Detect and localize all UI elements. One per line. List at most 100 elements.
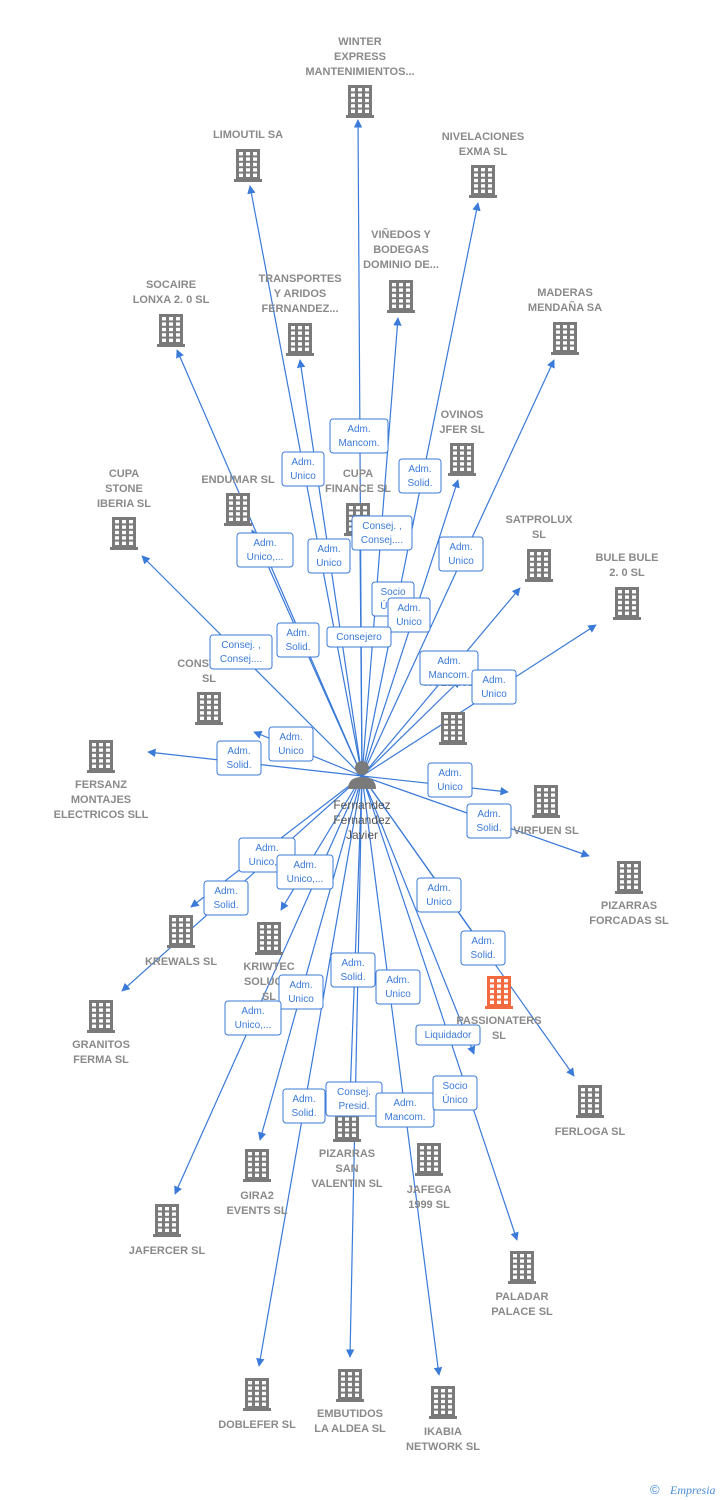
building-icon: [415, 1143, 443, 1176]
company-label: EMBUTIDOS: [317, 1408, 383, 1420]
copyright-symbol: ©: [650, 1482, 660, 1497]
role-label: Adm.Unico,...: [224, 1000, 282, 1036]
building-icon: [576, 1085, 604, 1118]
role-label: Adm.Unico: [427, 762, 473, 798]
company-label: NIVELACIONES: [442, 131, 525, 143]
role-text: Adm.: [241, 1006, 264, 1017]
role-text: Unico,...: [287, 874, 324, 885]
role-label-layer: Adm.Mancom.Adm.UnicoAdm.Solid.Adm.Unico,…: [203, 418, 517, 1128]
role-label: Liquidador: [415, 1024, 481, 1046]
company-label: PASSIONATERS: [456, 1015, 541, 1027]
company-node-winter[interactable]: WINTEREXPRESSMANTENIMIENTOS...: [305, 36, 415, 118]
building-icon: [439, 712, 467, 745]
role-text: Mancom.: [428, 670, 469, 681]
person-icon-body: [348, 777, 376, 789]
company-node-passionaters[interactable]: PASSIONATERS SL: [456, 976, 542, 1042]
role-label: Adm.Unico: [281, 451, 325, 487]
role-label: Consej. ,Consej....: [351, 515, 413, 551]
building-icon: [613, 587, 641, 620]
company-label: JAFERCER SL: [129, 1245, 206, 1257]
building-icon: [87, 1000, 115, 1033]
company-label: SOCAIRE: [146, 279, 196, 291]
brand-logo[interactable]: Empresia: [669, 1483, 716, 1497]
role-text: Adm.: [482, 675, 505, 686]
company-node-limoutil[interactable]: LIMOUTIL SA: [213, 129, 283, 182]
role-text: Consej....: [220, 654, 262, 665]
role-text: Consejero: [336, 632, 382, 643]
role-text: Adm.: [449, 542, 472, 553]
company-label: PIZARRAS: [601, 900, 657, 912]
company-label: MANTENIMIENTOS...: [305, 66, 414, 78]
role-text: Adm.: [438, 768, 461, 779]
role-text: Adm.: [253, 538, 276, 549]
building-icon: [346, 85, 374, 118]
company-label: PIZARRAS: [319, 1148, 375, 1160]
company-label: PALADAR: [496, 1291, 549, 1303]
role-text: Unico: [288, 994, 314, 1005]
building-icon: [153, 1204, 181, 1237]
role-text: Unico,...: [249, 857, 286, 868]
edge-embutidos: [345, 775, 363, 1358]
role-label: Adm.Mancom.: [329, 418, 389, 454]
role-text: Adm.: [255, 843, 278, 854]
company-node-embutidos[interactable]: EMBUTIDOS LA ALDEA SL: [314, 1369, 386, 1435]
company-node-virfuen[interactable]: VIRFUEN SL: [513, 785, 579, 837]
company-label: SAN: [335, 1163, 358, 1175]
role-text: Adm.: [291, 457, 314, 468]
building-icon: [110, 517, 138, 550]
role-text: Adm.: [279, 732, 302, 743]
building-icon: [525, 549, 553, 582]
building-icon: [448, 443, 476, 476]
person-name: Fernandez: [333, 798, 390, 812]
role-text: Liquidador: [425, 1030, 472, 1041]
company-node-krewals[interactable]: KREWALS SL: [145, 915, 217, 968]
building-icon: [286, 323, 314, 356]
company-node-doblefer[interactable]: DOBLEFER SL: [218, 1378, 296, 1431]
building-icon: [387, 280, 415, 313]
building-icon: [167, 915, 195, 948]
role-label: Consej.Presid.: [325, 1081, 383, 1117]
role-label: Adm.Solid.: [466, 803, 512, 839]
company-label: SL: [492, 1030, 506, 1042]
role-text: Solid.: [285, 642, 310, 653]
company-node-ferloga[interactable]: FERLOGA SL: [555, 1085, 626, 1138]
edge-cupa_finance: [355, 539, 365, 777]
role-text: Adm.: [214, 886, 237, 897]
role-label: Adm.Mancom.: [375, 1092, 435, 1128]
role-label: Adm.Unico,...: [236, 532, 294, 568]
role-label: Adm.Solid.: [282, 1088, 326, 1124]
company-node-jafercer[interactable]: JAFERCER SL: [129, 1204, 206, 1257]
building-icon: [87, 740, 115, 773]
company-label: ENDUMAR SL: [201, 474, 275, 486]
company-label: 2. 0 SL: [609, 567, 645, 579]
role-text: Adm.: [341, 958, 364, 969]
building-icon: [429, 1386, 457, 1419]
company-label: BODEGAS: [373, 244, 429, 256]
company-label: KRIWTEC: [243, 961, 294, 973]
company-label: VIÑEDOS Y: [371, 228, 431, 241]
company-label: FINANCE SL: [325, 483, 391, 495]
company-node-endumar[interactable]: ENDUMAR SL: [201, 474, 275, 526]
edge-jafercer: [174, 775, 363, 1195]
company-label: LA ALDEA SL: [314, 1423, 386, 1435]
role-text: Adm.: [227, 746, 250, 757]
